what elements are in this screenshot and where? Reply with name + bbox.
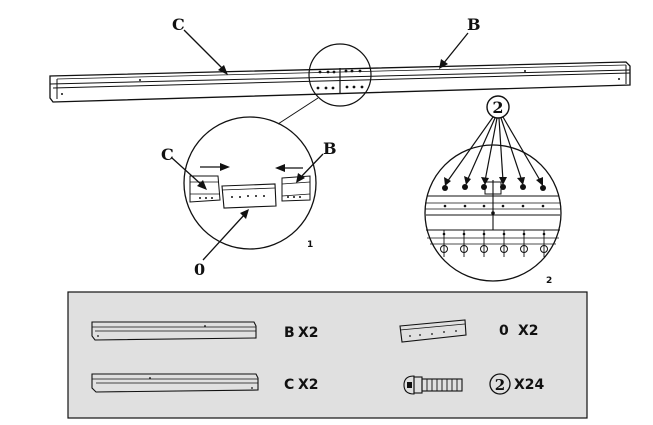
- parts-panel: B X2 0 X2 C X2: [67, 291, 588, 419]
- detail-1-label-c: C: [161, 145, 174, 164]
- detail-2-circle: [424, 144, 562, 282]
- part-2-name: 2: [495, 376, 505, 394]
- detail-1-label-zero: 0: [194, 260, 205, 279]
- parts-panel-background: [67, 291, 588, 419]
- callout-rail-c-label: C: [172, 15, 185, 34]
- joint-zoom-circle: [308, 43, 372, 107]
- assembled-rail: [49, 43, 631, 107]
- detail-1: C B 0 1: [161, 97, 337, 279]
- part-b-row: B X2: [91, 321, 319, 341]
- detail-2-bolt-label: 2: [492, 98, 503, 117]
- detail-2-number: 2: [546, 276, 552, 286]
- part-0-drawing: [399, 319, 467, 343]
- part-2-row: 2 X24: [403, 373, 545, 395]
- detail-1-number: 1: [307, 240, 313, 250]
- detail-2: 2 2: [424, 95, 562, 286]
- bolt-icon: [403, 375, 463, 395]
- detail-2-leaders: [444, 116, 543, 186]
- part-c-name: C: [284, 377, 294, 393]
- detail-1-label-b: B: [323, 139, 337, 158]
- part-0-name: 0: [499, 323, 509, 339]
- detail-2-bolt-callout-circle: [486, 95, 510, 119]
- part-b-name: B: [284, 325, 295, 341]
- callout-rail-b-label: B: [467, 15, 481, 34]
- part-c-drawing: [91, 373, 259, 393]
- part-0-qty: X2: [518, 323, 539, 339]
- part-2-circle: [489, 373, 511, 395]
- part-0-row: 0 X2: [399, 319, 539, 343]
- part-2-qty: X24: [514, 377, 545, 393]
- callout-rail-c: C: [172, 15, 228, 75]
- part-c-row: C X2: [91, 373, 319, 393]
- callout-rail-b: B: [439, 15, 481, 69]
- detail-1-circle: [183, 116, 317, 250]
- part-b-drawing: [91, 321, 257, 341]
- joint-holes: [316, 69, 364, 90]
- part-b-qty: X2: [298, 325, 319, 341]
- lower-bolts: [440, 230, 548, 257]
- part-c-qty: X2: [298, 377, 319, 393]
